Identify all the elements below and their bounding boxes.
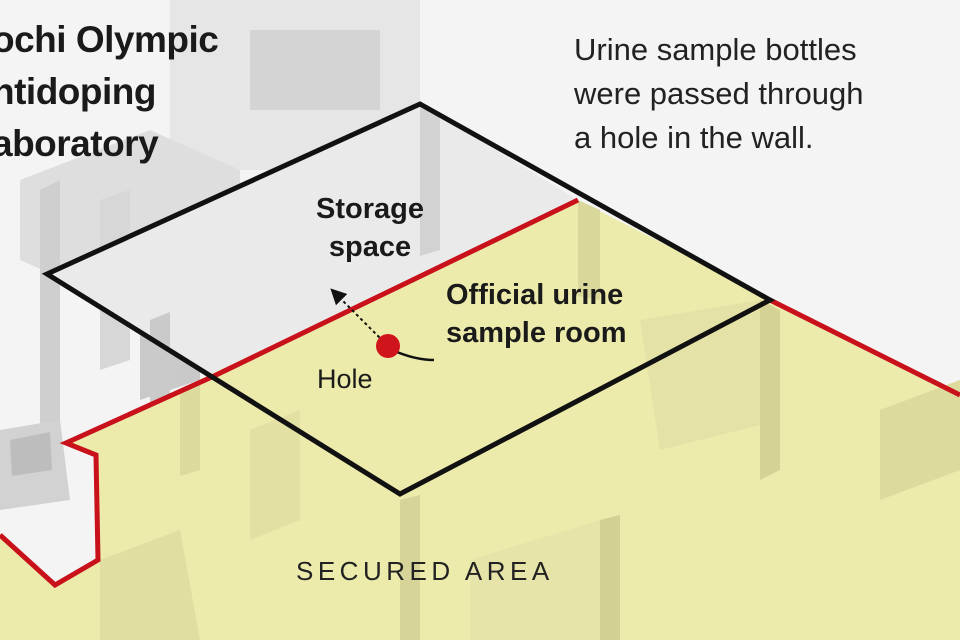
official-room-outline bbox=[41, 101, 776, 497]
secured-area-border-right bbox=[768, 297, 960, 398]
storage-space-area bbox=[47, 104, 578, 406]
official-room-label: Official urine sample room bbox=[446, 279, 627, 349]
secured-area bbox=[0, 200, 960, 640]
hole-label: Hole bbox=[317, 364, 373, 394]
secured-area-label: SECURED AREA bbox=[296, 556, 554, 586]
annotation-note: Urine sample bottles were passed through… bbox=[574, 32, 864, 155]
hole-marker bbox=[376, 334, 400, 358]
diagram-title: ochi Olympic ntidoping aboratory bbox=[0, 19, 219, 164]
storage-space-label: Storage space bbox=[316, 193, 424, 263]
hole-arrow bbox=[330, 288, 389, 347]
